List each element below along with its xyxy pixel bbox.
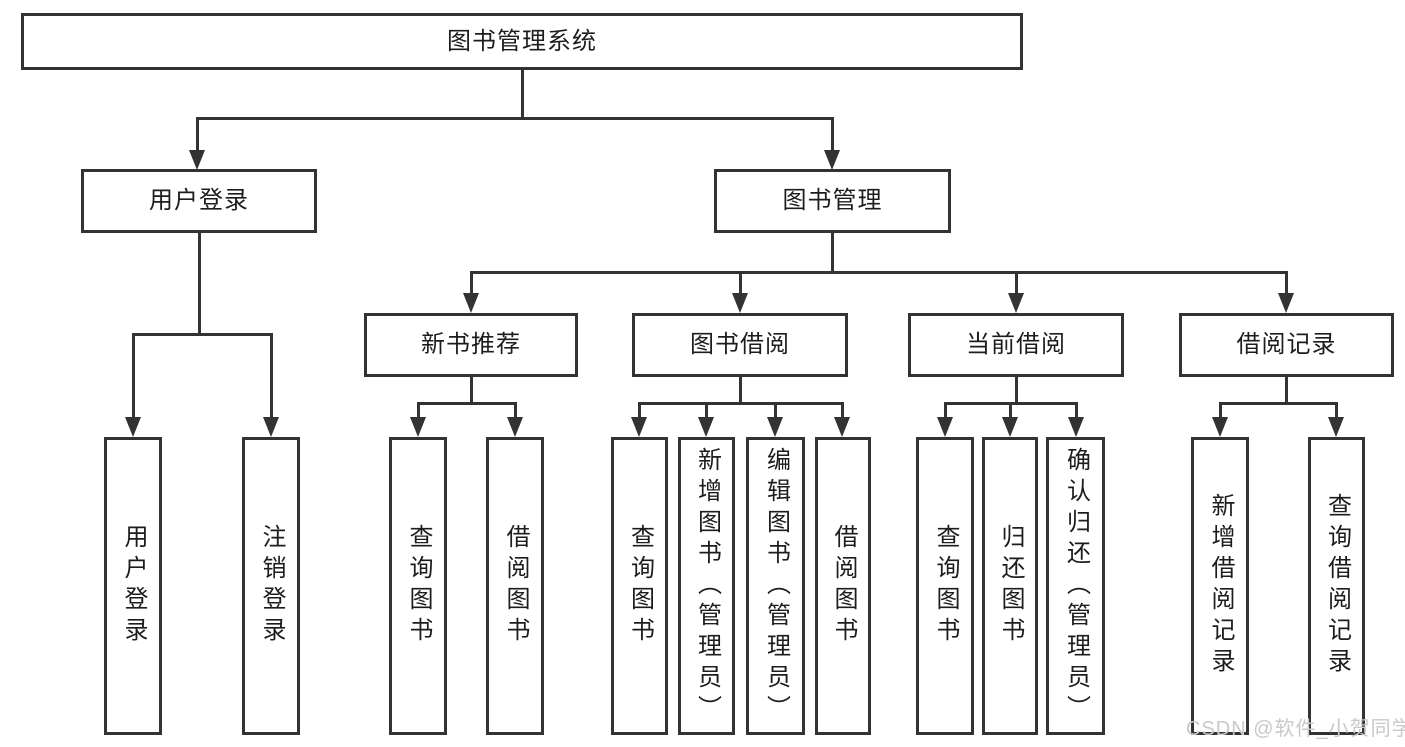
arrow-down-icon <box>1212 417 1228 437</box>
arrow-down-icon <box>1068 417 1084 437</box>
connector-line <box>1219 402 1337 405</box>
connector-line <box>196 117 833 120</box>
connector-line <box>944 402 947 420</box>
connector-line <box>705 402 708 420</box>
node-current-borrow: 当前借阅 <box>908 313 1124 377</box>
node-book-borrow: 图书借阅 <box>632 313 848 377</box>
node-borrow-records: 借阅记录 <box>1179 313 1394 377</box>
connector-line <box>1335 402 1338 420</box>
connector-line <box>417 402 517 405</box>
arrow-down-icon <box>824 150 840 170</box>
arrow-down-icon <box>732 293 748 313</box>
leaf-confirm-return-admin: 确认归还（管理员） <box>1046 437 1105 735</box>
connector-line <box>470 271 473 295</box>
connector-line <box>774 402 777 420</box>
arrow-down-icon <box>834 417 850 437</box>
leaf-edit-book-admin: 编辑图书（管理员） <box>746 437 805 735</box>
arrow-down-icon <box>1328 417 1344 437</box>
leaf-user-login: 用户登录 <box>104 437 162 735</box>
leaf-add-borrow-record: 新增借阅记录 <box>1191 437 1249 735</box>
connector-line <box>521 69 524 120</box>
arrow-down-icon <box>937 417 953 437</box>
leaf-query-borrow-record: 查询借阅记录 <box>1308 437 1365 735</box>
connector-line <box>831 233 834 274</box>
leaf-query-books-3: 查询图书 <box>916 437 974 735</box>
leaf-query-books-1: 查询图书 <box>389 437 447 735</box>
leaf-query-books-2: 查询图书 <box>611 437 668 735</box>
connector-line <box>132 333 135 419</box>
arrow-down-icon <box>507 417 523 437</box>
connector-line <box>470 271 1288 274</box>
arrow-down-icon <box>631 417 647 437</box>
arrow-down-icon <box>410 417 426 437</box>
arrow-down-icon <box>1002 417 1018 437</box>
arrow-down-icon <box>189 150 205 170</box>
leaf-borrow-books-1: 借阅图书 <box>486 437 544 735</box>
arrow-down-icon <box>263 417 279 437</box>
connector-line <box>1009 402 1012 420</box>
node-new-book-recommend: 新书推荐 <box>364 313 578 377</box>
leaf-return-book: 归还图书 <box>982 437 1038 735</box>
node-book-management: 图书管理 <box>714 169 951 233</box>
arrow-down-icon <box>463 293 479 313</box>
leaf-add-book-admin: 新增图书（管理员） <box>678 437 735 735</box>
connector-line <box>1219 402 1222 420</box>
connector-line <box>196 117 199 152</box>
connector-line <box>470 377 473 404</box>
connector-line <box>1075 402 1078 420</box>
arrow-down-icon <box>767 417 783 437</box>
node-library-management-system: 图书管理系统 <box>21 13 1023 70</box>
connector-line <box>638 402 641 420</box>
connector-line <box>1285 377 1288 404</box>
connector-line <box>638 402 844 405</box>
connector-line <box>132 333 272 336</box>
watermark: CSDN @软件_小贺同学 <box>1186 718 1405 740</box>
leaf-logout: 注销登录 <box>242 437 300 735</box>
connector-line <box>1285 271 1288 295</box>
arrow-down-icon <box>698 417 714 437</box>
connector-line <box>417 402 420 420</box>
arrow-down-icon <box>125 417 141 437</box>
connector-line <box>1015 271 1018 295</box>
arrow-down-icon <box>1008 293 1024 313</box>
connector-line <box>739 271 742 295</box>
connector-line <box>841 402 844 420</box>
connector-line <box>1015 377 1018 404</box>
leaf-borrow-books-2: 借阅图书 <box>815 437 871 735</box>
connector-line <box>514 402 517 420</box>
connector-line <box>831 117 834 152</box>
node-user-login-branch: 用户登录 <box>81 169 317 233</box>
arrow-down-icon <box>1278 293 1294 313</box>
connector-line <box>739 377 742 404</box>
connector-line <box>198 233 201 336</box>
connector-line <box>270 333 273 419</box>
